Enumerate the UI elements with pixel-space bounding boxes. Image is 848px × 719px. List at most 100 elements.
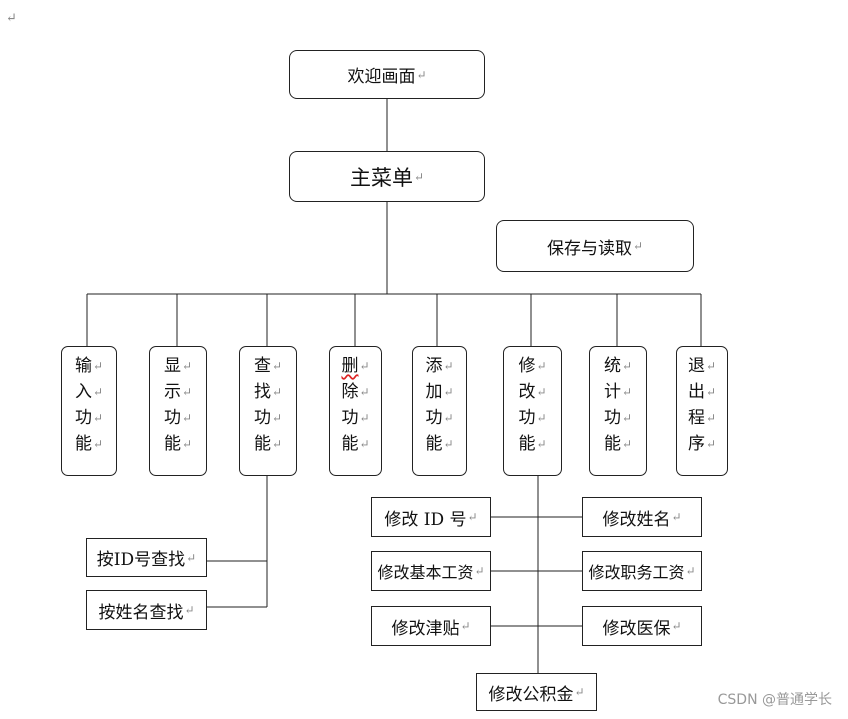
function-char: 能 [341,434,359,454]
function-char: 找 [253,382,271,402]
function-char: 能 [518,434,536,454]
function-char: 退 [687,356,705,376]
function-char: 删 [341,356,359,376]
function-modify-node: 修↵ 改↵ 功↵ 能↵ [503,346,562,476]
modify-fund-node: 修改公积金↵ [476,673,597,711]
return-mark-icon: ↵ [621,411,633,425]
search-by-name-label: 按姓名查找 [98,602,184,623]
function-char: 改 [518,382,536,402]
function-search-node: 查↵ 找↵ 功↵ 能↵ [239,346,297,476]
return-mark-icon: ↵ [92,437,104,451]
function-char: 能 [163,434,181,454]
function-statistics-node: 统↵ 计↵ 功↵ 能↵ [589,346,647,476]
save-load-label: 保存与读取 [546,238,632,259]
return-mark-icon: ↵ [359,385,370,399]
function-char: 修 [518,356,536,376]
return-mark-icon: ↵ [92,411,104,425]
search-by-name-node: 按姓名查找↵ [86,590,207,630]
return-mark-icon: ↵ [413,169,425,184]
modify-base-salary-label: 修改基本工资 [377,563,474,582]
modify-duty-salary-node: 修改职务工资↵ [582,551,702,591]
return-mark-icon: ↵ [474,564,485,578]
modify-fund-label: 修改公积金 [488,684,574,705]
function-exit-node: 退↵ 出↵ 程↵ 序↵ [676,346,728,476]
return-mark-icon: ↵ [536,359,547,373]
function-char: 能 [425,434,443,454]
function-char: 功 [425,408,443,428]
modify-insurance-node: 修改医保↵ [582,606,702,646]
return-mark-icon: ↵ [181,359,193,373]
function-char: 程 [687,408,705,428]
function-char: 能 [603,434,621,454]
modify-duty-salary-label: 修改职务工资 [588,563,685,582]
return-mark-icon: ↵ [271,437,283,451]
watermark: CSDN @普通学长 [717,692,832,708]
function-char: 出 [687,382,705,402]
main-menu-node: 主菜单↵ [289,151,485,202]
return-mark-icon: ↵ [443,437,454,451]
function-char: 统 [603,356,621,376]
return-mark-icon: ↵ [359,359,370,373]
return-mark-icon: ↵ [705,437,717,451]
modify-id-node: 修改 ID 号↵ [371,497,491,537]
modify-allowance-node: 修改津贴↵ [371,606,491,646]
return-mark-icon: ↵ [705,359,717,373]
function-delete-node: 删↵ 除↵ 功↵ 能↵ [329,346,382,476]
save-load-node: 保存与读取↵ [496,220,694,272]
function-char: 计 [603,382,621,402]
return-mark-icon: ↵ [416,67,427,82]
return-mark-icon: ↵ [621,359,633,373]
function-char: 添 [425,356,443,376]
modify-name-label: 修改姓名 [602,509,671,530]
return-mark-icon: ↵ [186,550,197,565]
function-display-node: 显↵ 示↵ 功↵ 能↵ [149,346,207,476]
return-mark-icon: ↵ [671,510,682,524]
return-mark-icon: ↵ [181,437,193,451]
return-mark-icon: ↵ [460,619,471,633]
function-char: 加 [425,382,443,402]
return-mark-icon: ↵ [443,385,454,399]
paragraph-mark-icon: ↵ [6,11,17,26]
return-mark-icon: ↵ [536,411,547,425]
return-mark-icon: ↵ [705,385,717,399]
modify-allowance-label: 修改津贴 [391,618,460,639]
return-mark-icon: ↵ [467,510,478,524]
return-mark-icon: ↵ [184,603,195,617]
return-mark-icon: ↵ [92,385,104,399]
return-mark-icon: ↵ [181,411,193,425]
welcome-screen-node: 欢迎画面↵ [289,50,485,99]
function-char: 功 [341,408,359,428]
return-mark-icon: ↵ [359,411,370,425]
function-char: 除 [341,382,359,402]
function-char: 显 [163,356,181,376]
return-mark-icon: ↵ [685,564,696,578]
return-mark-icon: ↵ [621,385,633,399]
function-char: 能 [74,434,92,454]
return-mark-icon: ↵ [271,359,283,373]
return-mark-icon: ↵ [705,411,717,425]
welcome-screen-label: 欢迎画面 [347,67,416,87]
modify-id-label: 修改 ID 号 [384,509,467,530]
function-input-node: 输↵ 入↵ 功↵ 能↵ [61,346,117,476]
return-mark-icon: ↵ [271,385,283,399]
return-mark-icon: ↵ [536,385,547,399]
function-char: 示 [163,382,181,402]
function-char: 功 [603,408,621,428]
function-char: 功 [518,408,536,428]
main-menu-label: 主菜单 [349,165,413,190]
function-char: 功 [253,408,271,428]
return-mark-icon: ↵ [443,359,454,373]
function-char: 入 [74,382,92,402]
return-mark-icon: ↵ [271,411,283,425]
search-by-id-label: 按ID号查找 [96,550,186,570]
function-char: 功 [74,408,92,428]
function-char: 查 [253,356,271,376]
function-char: 功 [163,408,181,428]
return-mark-icon: ↵ [443,411,454,425]
return-mark-icon: ↵ [359,437,370,451]
search-by-id-node: 按ID号查找↵ [86,538,207,577]
function-char: 序 [687,434,705,454]
return-mark-icon: ↵ [621,437,633,451]
function-char: 输 [74,356,92,376]
